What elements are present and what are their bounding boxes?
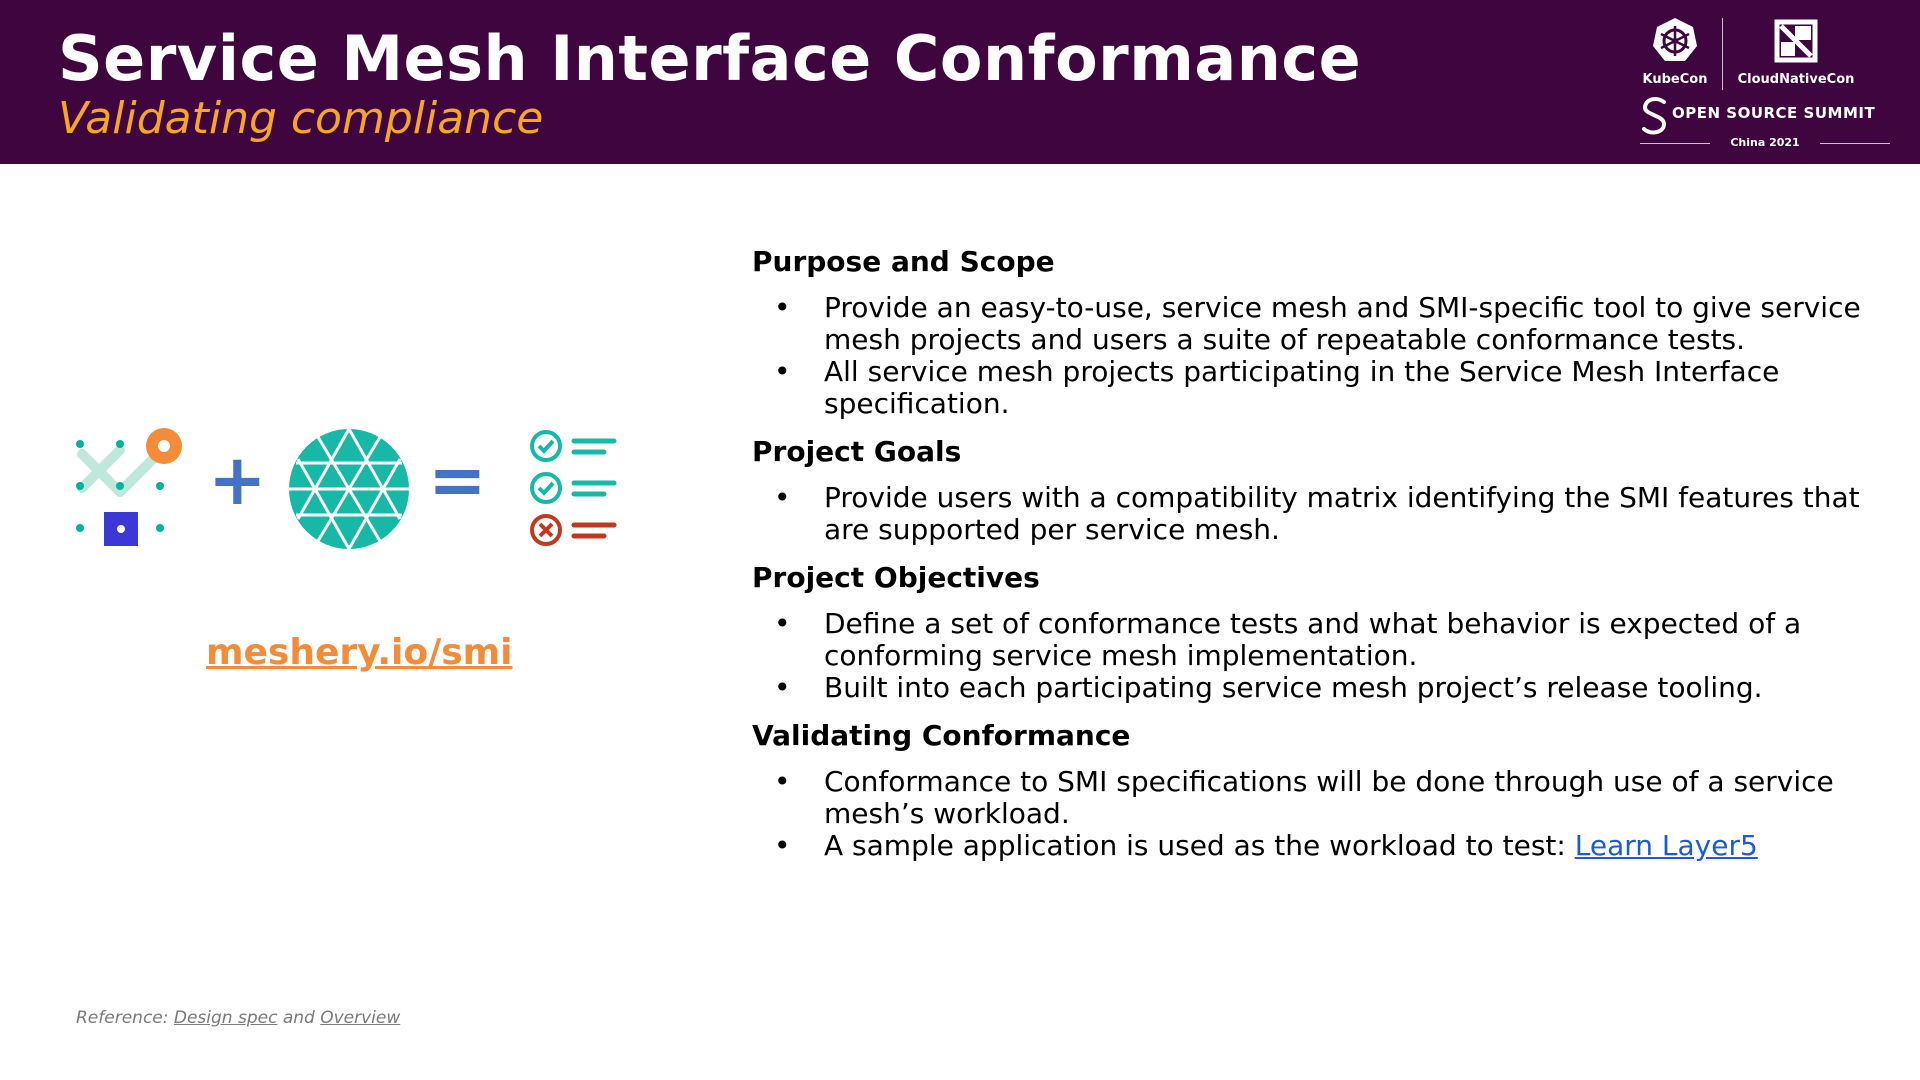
heading-validating-conformance: Validating Conformance bbox=[752, 719, 1131, 752]
list-item: • Define a set of conformance tests and w… bbox=[752, 608, 1872, 672]
check-row-2 bbox=[530, 472, 617, 504]
cloudnativecon-logo: CloudNativeCon bbox=[1726, 16, 1866, 87]
conformance-equation: + = bbox=[70, 420, 630, 560]
list-item: • All service mesh projects participating… bbox=[752, 356, 1872, 420]
design-spec-link[interactable]: Design spec bbox=[173, 1008, 278, 1028]
cncf-icon bbox=[1774, 19, 1818, 63]
bullet-dot: • bbox=[774, 481, 791, 514]
list-item: • A sample application is used as the wor… bbox=[752, 830, 1872, 862]
heading-project-goals: Project Goals bbox=[752, 435, 962, 468]
edition-row: China 2021 bbox=[1640, 136, 1890, 152]
bullet-text: Provide users with a compatibility matri… bbox=[824, 481, 1860, 546]
edition-label: China 2021 bbox=[1730, 136, 1800, 149]
open-source-summit-logo: OPEN SOURCE SUMMIT bbox=[1640, 96, 1890, 136]
bullet-text: Built into each participating service me… bbox=[824, 671, 1763, 704]
bullet-text: All service mesh projects participating … bbox=[824, 355, 1780, 420]
slide-title: Service Mesh Interface Conformance bbox=[58, 22, 1362, 95]
logo-divider bbox=[1722, 18, 1723, 90]
reference-joiner: and bbox=[277, 1008, 321, 1028]
purpose-scope-list: • Provide an easy-to-use, service mesh an… bbox=[752, 292, 1872, 420]
open-source-summit-label: OPEN SOURCE SUMMIT bbox=[1672, 104, 1876, 122]
bullet-dot: • bbox=[774, 291, 791, 324]
edition-rule-left bbox=[1640, 143, 1710, 144]
cloudnativecon-label: CloudNativeCon bbox=[1737, 72, 1855, 87]
slide-header: Service Mesh Interface Conformance Valid… bbox=[0, 0, 1920, 164]
bullet-text: Define a set of conformance tests and wh… bbox=[824, 607, 1802, 672]
kubernetes-helm-icon bbox=[1653, 18, 1697, 61]
bullet-text: Conformance to SMI specifications will b… bbox=[824, 765, 1834, 830]
fail-row bbox=[530, 514, 617, 546]
bullet-dot: • bbox=[774, 607, 791, 640]
check-row-1 bbox=[530, 430, 617, 462]
reference-prefix: Reference: bbox=[76, 1008, 174, 1028]
learn-layer5-link[interactable]: Learn Layer5 bbox=[1574, 829, 1758, 862]
slide-subtitle: Validating compliance bbox=[58, 93, 544, 144]
smi-icon bbox=[289, 428, 409, 550]
list-item: • Provide users with a compatibility matr… bbox=[752, 482, 1872, 546]
equals-operator: = bbox=[428, 439, 487, 521]
checklist-icon bbox=[530, 430, 617, 546]
heading-purpose-scope: Purpose and Scope bbox=[752, 245, 1055, 278]
plus-operator: + bbox=[208, 439, 267, 521]
list-item: • Built into each participating service m… bbox=[752, 672, 1872, 704]
kubecon-logo: KubeCon bbox=[1630, 16, 1720, 87]
meshery-smi-link[interactable]: meshery.io/smi bbox=[206, 632, 513, 673]
open-source-summit-s-icon bbox=[1642, 97, 1667, 135]
edition-rule-right bbox=[1820, 143, 1890, 144]
project-goals-list: • Provide users with a compatibility matr… bbox=[752, 482, 1872, 546]
list-item: • Conformance to SMI specifications will … bbox=[752, 766, 1872, 830]
bullet-dot: • bbox=[774, 765, 791, 798]
bullet-dot: • bbox=[774, 829, 791, 862]
reference-note: Reference: Design spec and Overview bbox=[76, 1008, 400, 1028]
project-objectives-list: • Define a set of conformance tests and w… bbox=[752, 608, 1872, 704]
bullet-text: Provide an easy-to-use, service mesh and… bbox=[824, 291, 1861, 356]
overview-link[interactable]: Overview bbox=[320, 1008, 401, 1028]
bullet-dot: • bbox=[774, 355, 791, 388]
validating-conformance-list: • Conformance to SMI specifications will … bbox=[752, 766, 1872, 862]
event-logo: KubeCon CloudNativeCon OPEN SOURCE SUMMI… bbox=[1630, 12, 1900, 152]
list-item: • Provide an easy-to-use, service mesh an… bbox=[752, 292, 1872, 356]
bullet-dot: • bbox=[774, 671, 791, 704]
meshery-icon bbox=[76, 428, 182, 546]
kubecon-label: KubeCon bbox=[1642, 72, 1708, 87]
bullet-text: A sample application is used as the work… bbox=[824, 829, 1575, 862]
heading-project-objectives: Project Objectives bbox=[752, 561, 1040, 594]
slide-content: Purpose and Scope • Provide an easy-to-us… bbox=[752, 242, 1872, 874]
